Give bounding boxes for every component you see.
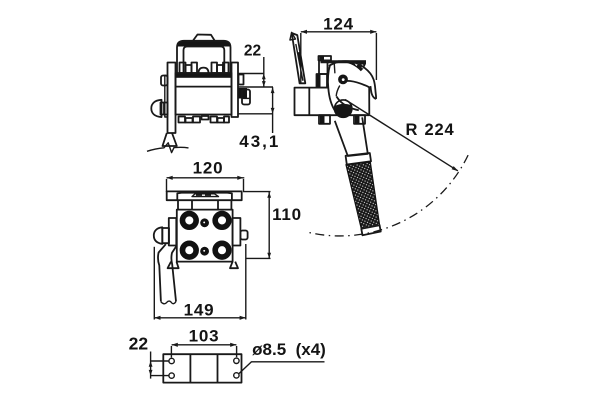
svg-text:124: 124 xyxy=(323,15,354,34)
svg-text:R: R xyxy=(406,121,418,139)
svg-text:22: 22 xyxy=(244,43,261,60)
svg-text:103: 103 xyxy=(189,327,220,346)
svg-text:22: 22 xyxy=(129,334,149,354)
svg-text:224: 224 xyxy=(425,121,455,139)
svg-text:ø8.5 (x4): ø8.5 (x4) xyxy=(252,340,326,359)
svg-text:43,1: 43,1 xyxy=(239,132,280,151)
svg-text:120: 120 xyxy=(193,159,224,178)
svg-text:110: 110 xyxy=(272,205,302,224)
svg-text:149: 149 xyxy=(184,301,215,320)
